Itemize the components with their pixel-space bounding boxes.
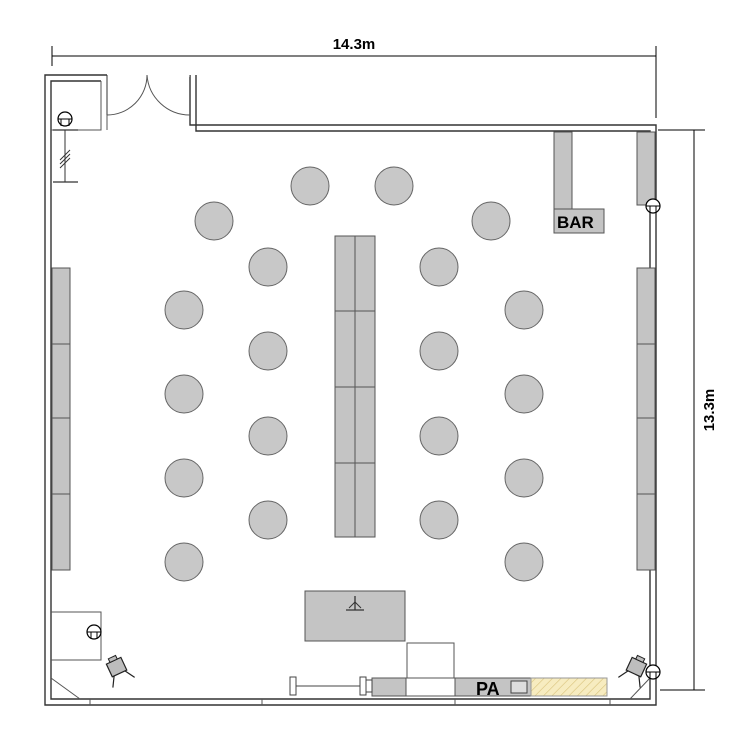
round-table [248, 331, 288, 371]
round-table [419, 416, 459, 456]
bottom-equipment: PA [289, 642, 608, 699]
stage-light-icon [618, 654, 648, 688]
double-door [106, 73, 191, 116]
left-wall-benches [51, 267, 71, 571]
left-wall-fixture [53, 129, 78, 183]
central-long-table [334, 235, 376, 538]
round-table [248, 500, 288, 540]
speaker-icon [645, 198, 661, 214]
round-table [290, 166, 330, 206]
round-table [419, 500, 459, 540]
bar-counter: BAR [553, 131, 605, 234]
speaker-icon [645, 664, 661, 680]
height-dimension: 13.3m [658, 129, 718, 691]
round-table [504, 542, 544, 582]
round-table [374, 166, 414, 206]
round-table [471, 201, 511, 241]
round-table [504, 374, 544, 414]
right-wall-benches [636, 267, 656, 571]
height-label: 13.3m [701, 389, 718, 432]
round-table [164, 458, 204, 498]
hatched-area [530, 677, 608, 697]
round-tables [164, 166, 544, 582]
microphone-stand-icon [346, 596, 364, 611]
bar-label: BAR [557, 213, 594, 232]
round-table [248, 247, 288, 287]
round-table [419, 247, 459, 287]
width-dimension: 14.3m [51, 36, 657, 118]
pa-label: PA [476, 679, 500, 699]
round-table [504, 290, 544, 330]
round-table [248, 416, 288, 456]
stage-light-icon [105, 654, 135, 688]
width-label: 14.3m [333, 36, 376, 53]
stage-platform [304, 590, 406, 642]
round-table [164, 290, 204, 330]
round-table [419, 331, 459, 371]
top-right-bench [636, 131, 656, 206]
speaker-icon [86, 624, 102, 640]
round-table [504, 458, 544, 498]
round-table [164, 542, 204, 582]
round-table [164, 374, 204, 414]
speaker-icon [57, 111, 73, 127]
round-table [194, 201, 234, 241]
